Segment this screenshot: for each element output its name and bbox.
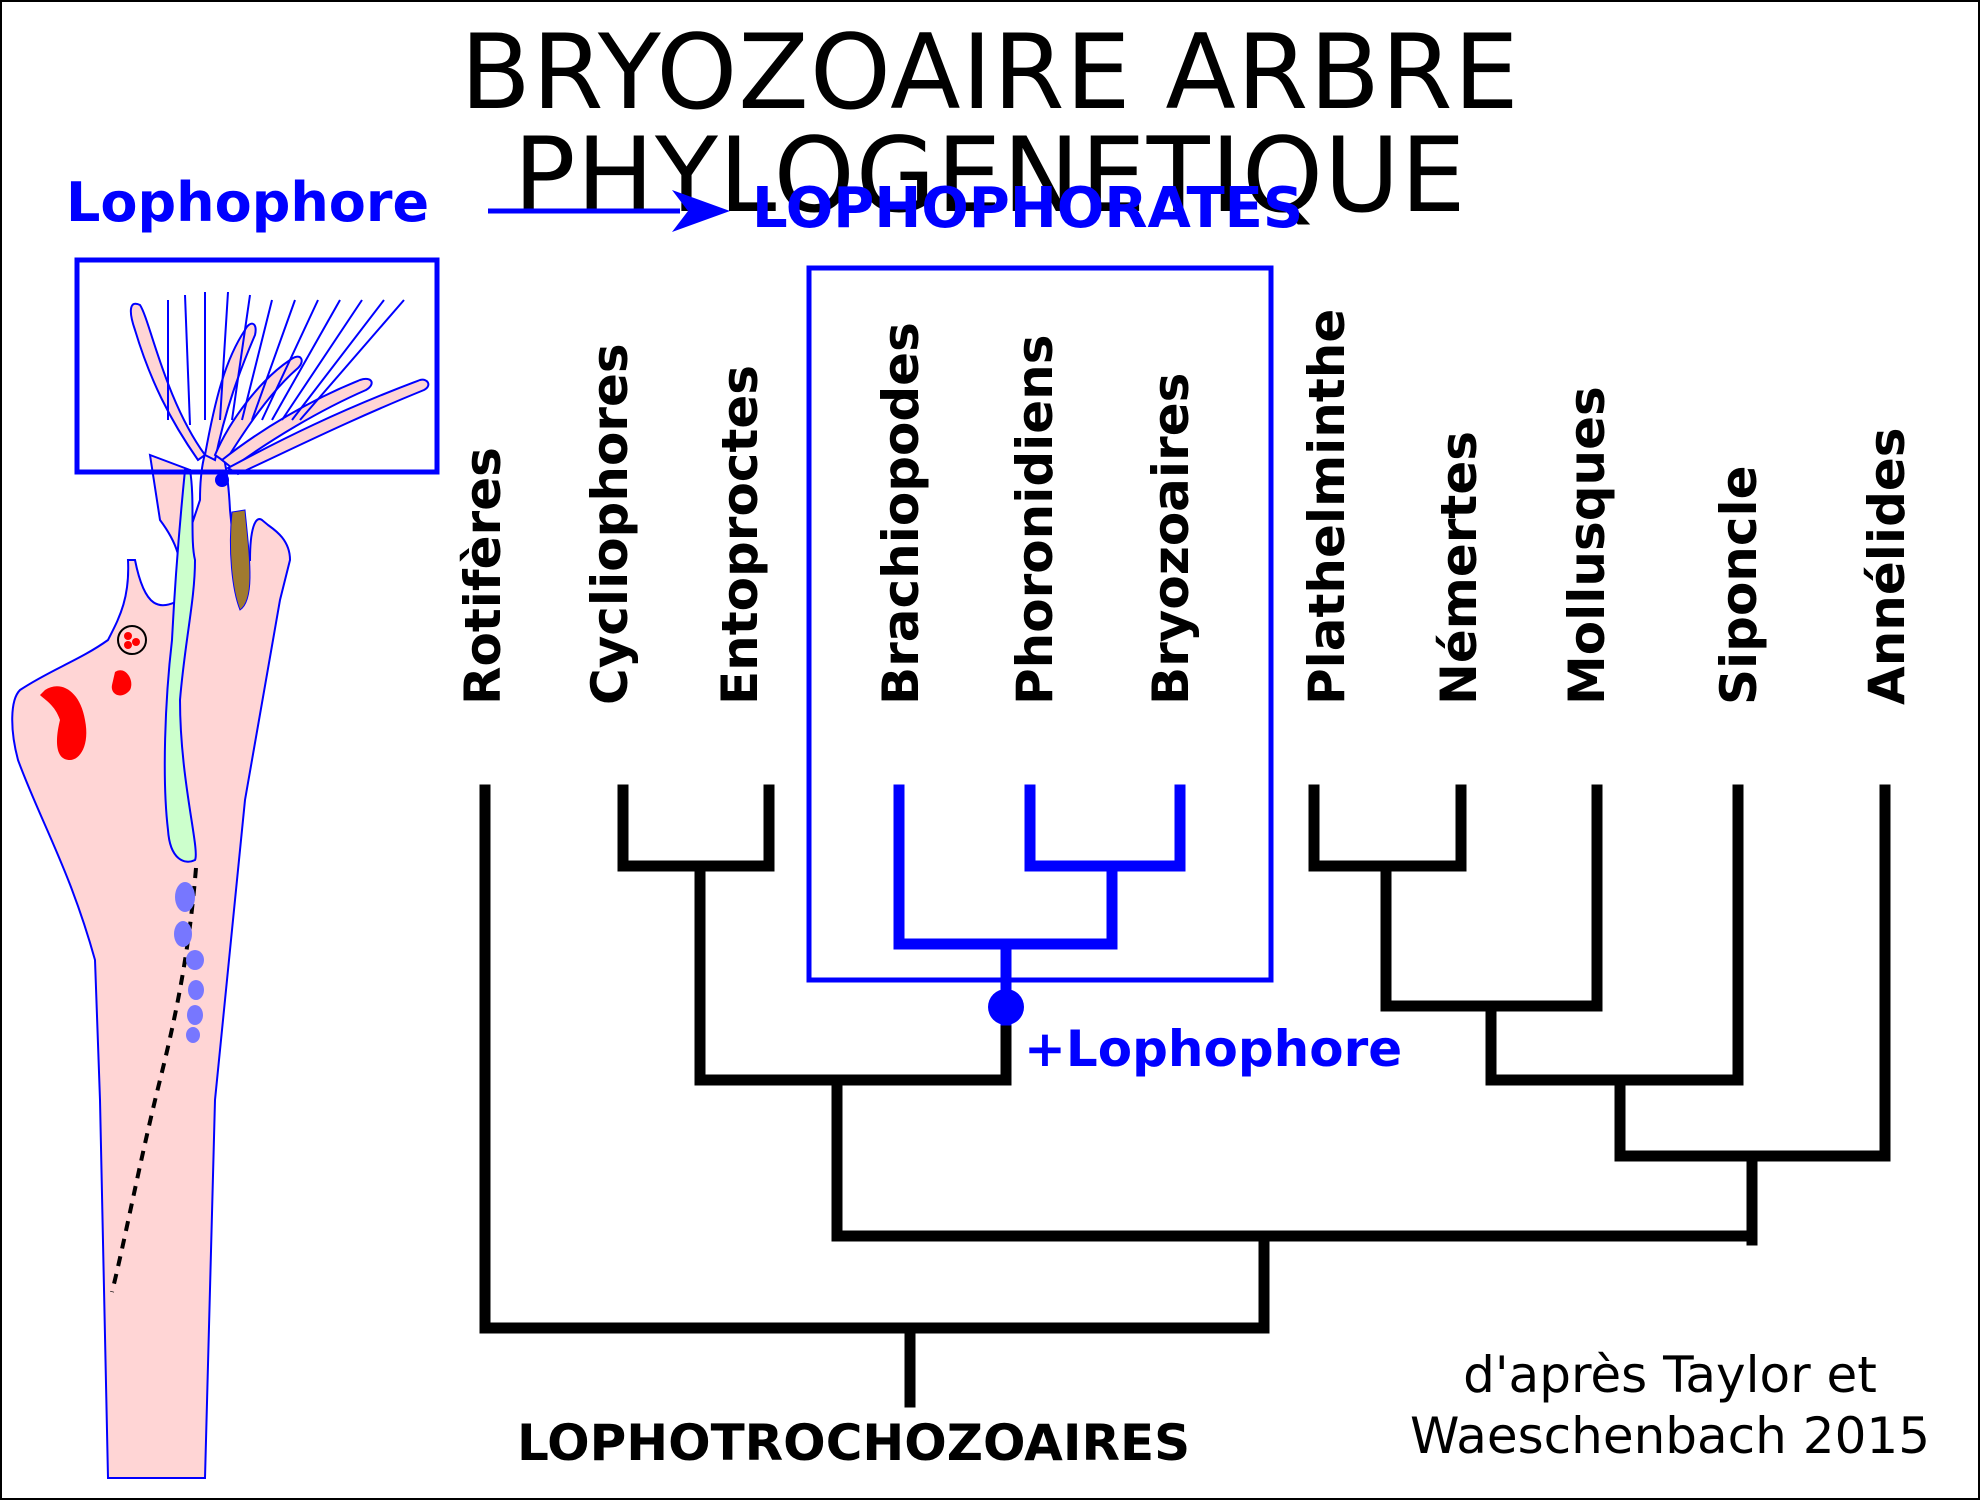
lophophorates-subtree bbox=[893, 784, 1186, 1026]
lophotrochozoaires-label: LOPHOTROCHOZOAIRES bbox=[517, 1414, 1191, 1472]
lophophorates-box bbox=[806, 265, 1274, 983]
zooid-body bbox=[11, 438, 292, 1479]
embryo-cell bbox=[124, 641, 132, 649]
phylogenetic-tree bbox=[479, 784, 1891, 1408]
embryo-icon bbox=[117, 625, 147, 655]
lophophore-box bbox=[74, 257, 440, 475]
lophophore-node-icon bbox=[988, 989, 1024, 1025]
ovary bbox=[40, 686, 87, 760]
ganglion-icon bbox=[215, 473, 229, 487]
lophophore-tentacles bbox=[129, 302, 430, 476]
bryozoan-illustration bbox=[11, 291, 430, 1479]
embryo-cell bbox=[124, 632, 132, 640]
testis bbox=[111, 670, 132, 696]
lophophorates-label: LOPHOPHORATES bbox=[752, 176, 1304, 241]
tentacle-crown bbox=[167, 291, 405, 426]
esophagus bbox=[229, 509, 251, 611]
plus-lophophore-label: +Lophophore bbox=[1024, 1020, 1403, 1078]
embryo-cell bbox=[132, 638, 140, 646]
gut bbox=[163, 469, 197, 863]
credit-line-2: Waeschenbach 2015 bbox=[1409, 1407, 1931, 1465]
lophophore-label: Lophophore bbox=[66, 171, 430, 234]
arrow-icon bbox=[488, 190, 730, 232]
credit-text: d'après Taylor et Waeschenbach 2015 bbox=[1380, 1345, 1960, 1467]
credit-line-1: d'après Taylor et bbox=[1463, 1346, 1877, 1404]
eggs bbox=[174, 882, 204, 1043]
